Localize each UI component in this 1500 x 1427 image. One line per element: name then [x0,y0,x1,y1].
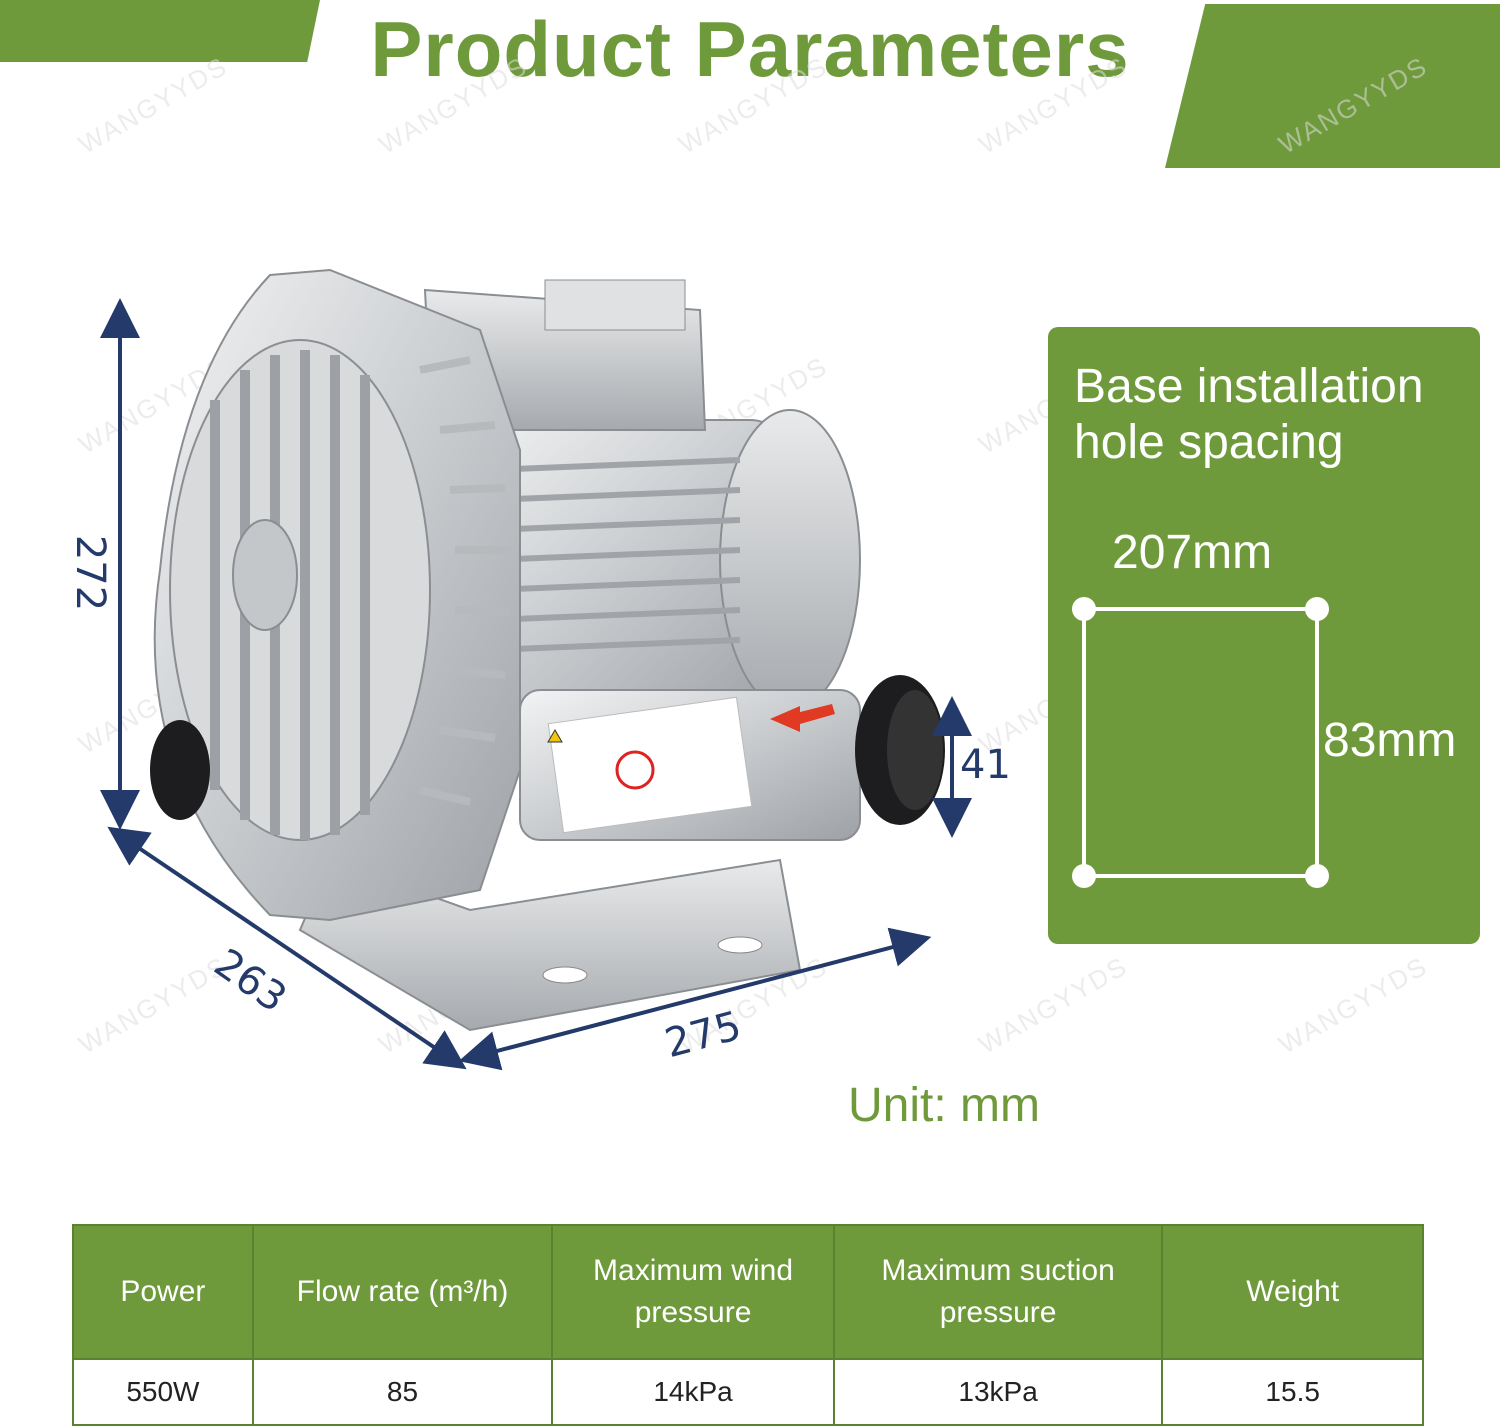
cell-flow-rate: 85 [251,1358,554,1426]
header-max-suction-pressure: Maximum suction pressure [832,1224,1164,1360]
header-power: Power [72,1224,254,1360]
spec-table: Power Flow rate (m³/h) Maximum wind pres… [72,1224,1424,1426]
title-banner-left [0,0,320,62]
blower-housing [150,268,521,922]
page-title: Product Parameters [370,5,1130,93]
base-spacing-title: Base installation hole spacing [1074,360,1424,469]
base-spacing-width: 207mm [1112,526,1273,579]
hole-spacing-diagram [1072,597,1329,888]
height-dimension-label: 272 [67,534,114,612]
cell-max-suction-pressure: 13kPa [832,1358,1164,1426]
mounting-hole [1072,597,1096,621]
spec-table-header-row: Power Flow rate (m³/h) Maximum wind pres… [72,1224,1424,1360]
header-max-wind-pressure: Maximum wind pressure [551,1224,835,1360]
cell-power: 550W [72,1358,254,1426]
watermark: WANGYYDS [1273,950,1433,1060]
unit-note: Unit: mm [848,1079,1040,1132]
outlet-dimension-label: 41 [960,742,1011,788]
outlet-pipe [519,675,945,841]
motor-body [459,409,861,711]
dimension-arrows [100,298,972,1071]
mounting-hole [1072,864,1096,888]
header-flow-rate: Flow rate (m³/h) [251,1224,554,1360]
cell-weight: 15.5 [1161,1358,1424,1426]
table-row: 550W 85 14kPa 13kPa 15.5 [72,1358,1424,1426]
cell-max-wind-pressure: 14kPa [551,1358,835,1426]
ring-blower-illustration [100,268,972,1071]
mounting-hole [1305,864,1329,888]
base-spacing-depth: 83mm [1323,714,1457,767]
mounting-hole [1305,597,1329,621]
header-weight: Weight [1161,1224,1424,1360]
title-banner-right [1165,4,1500,168]
base-spacing-card: Base installation hole spacing 207mm 83m… [1048,327,1480,944]
